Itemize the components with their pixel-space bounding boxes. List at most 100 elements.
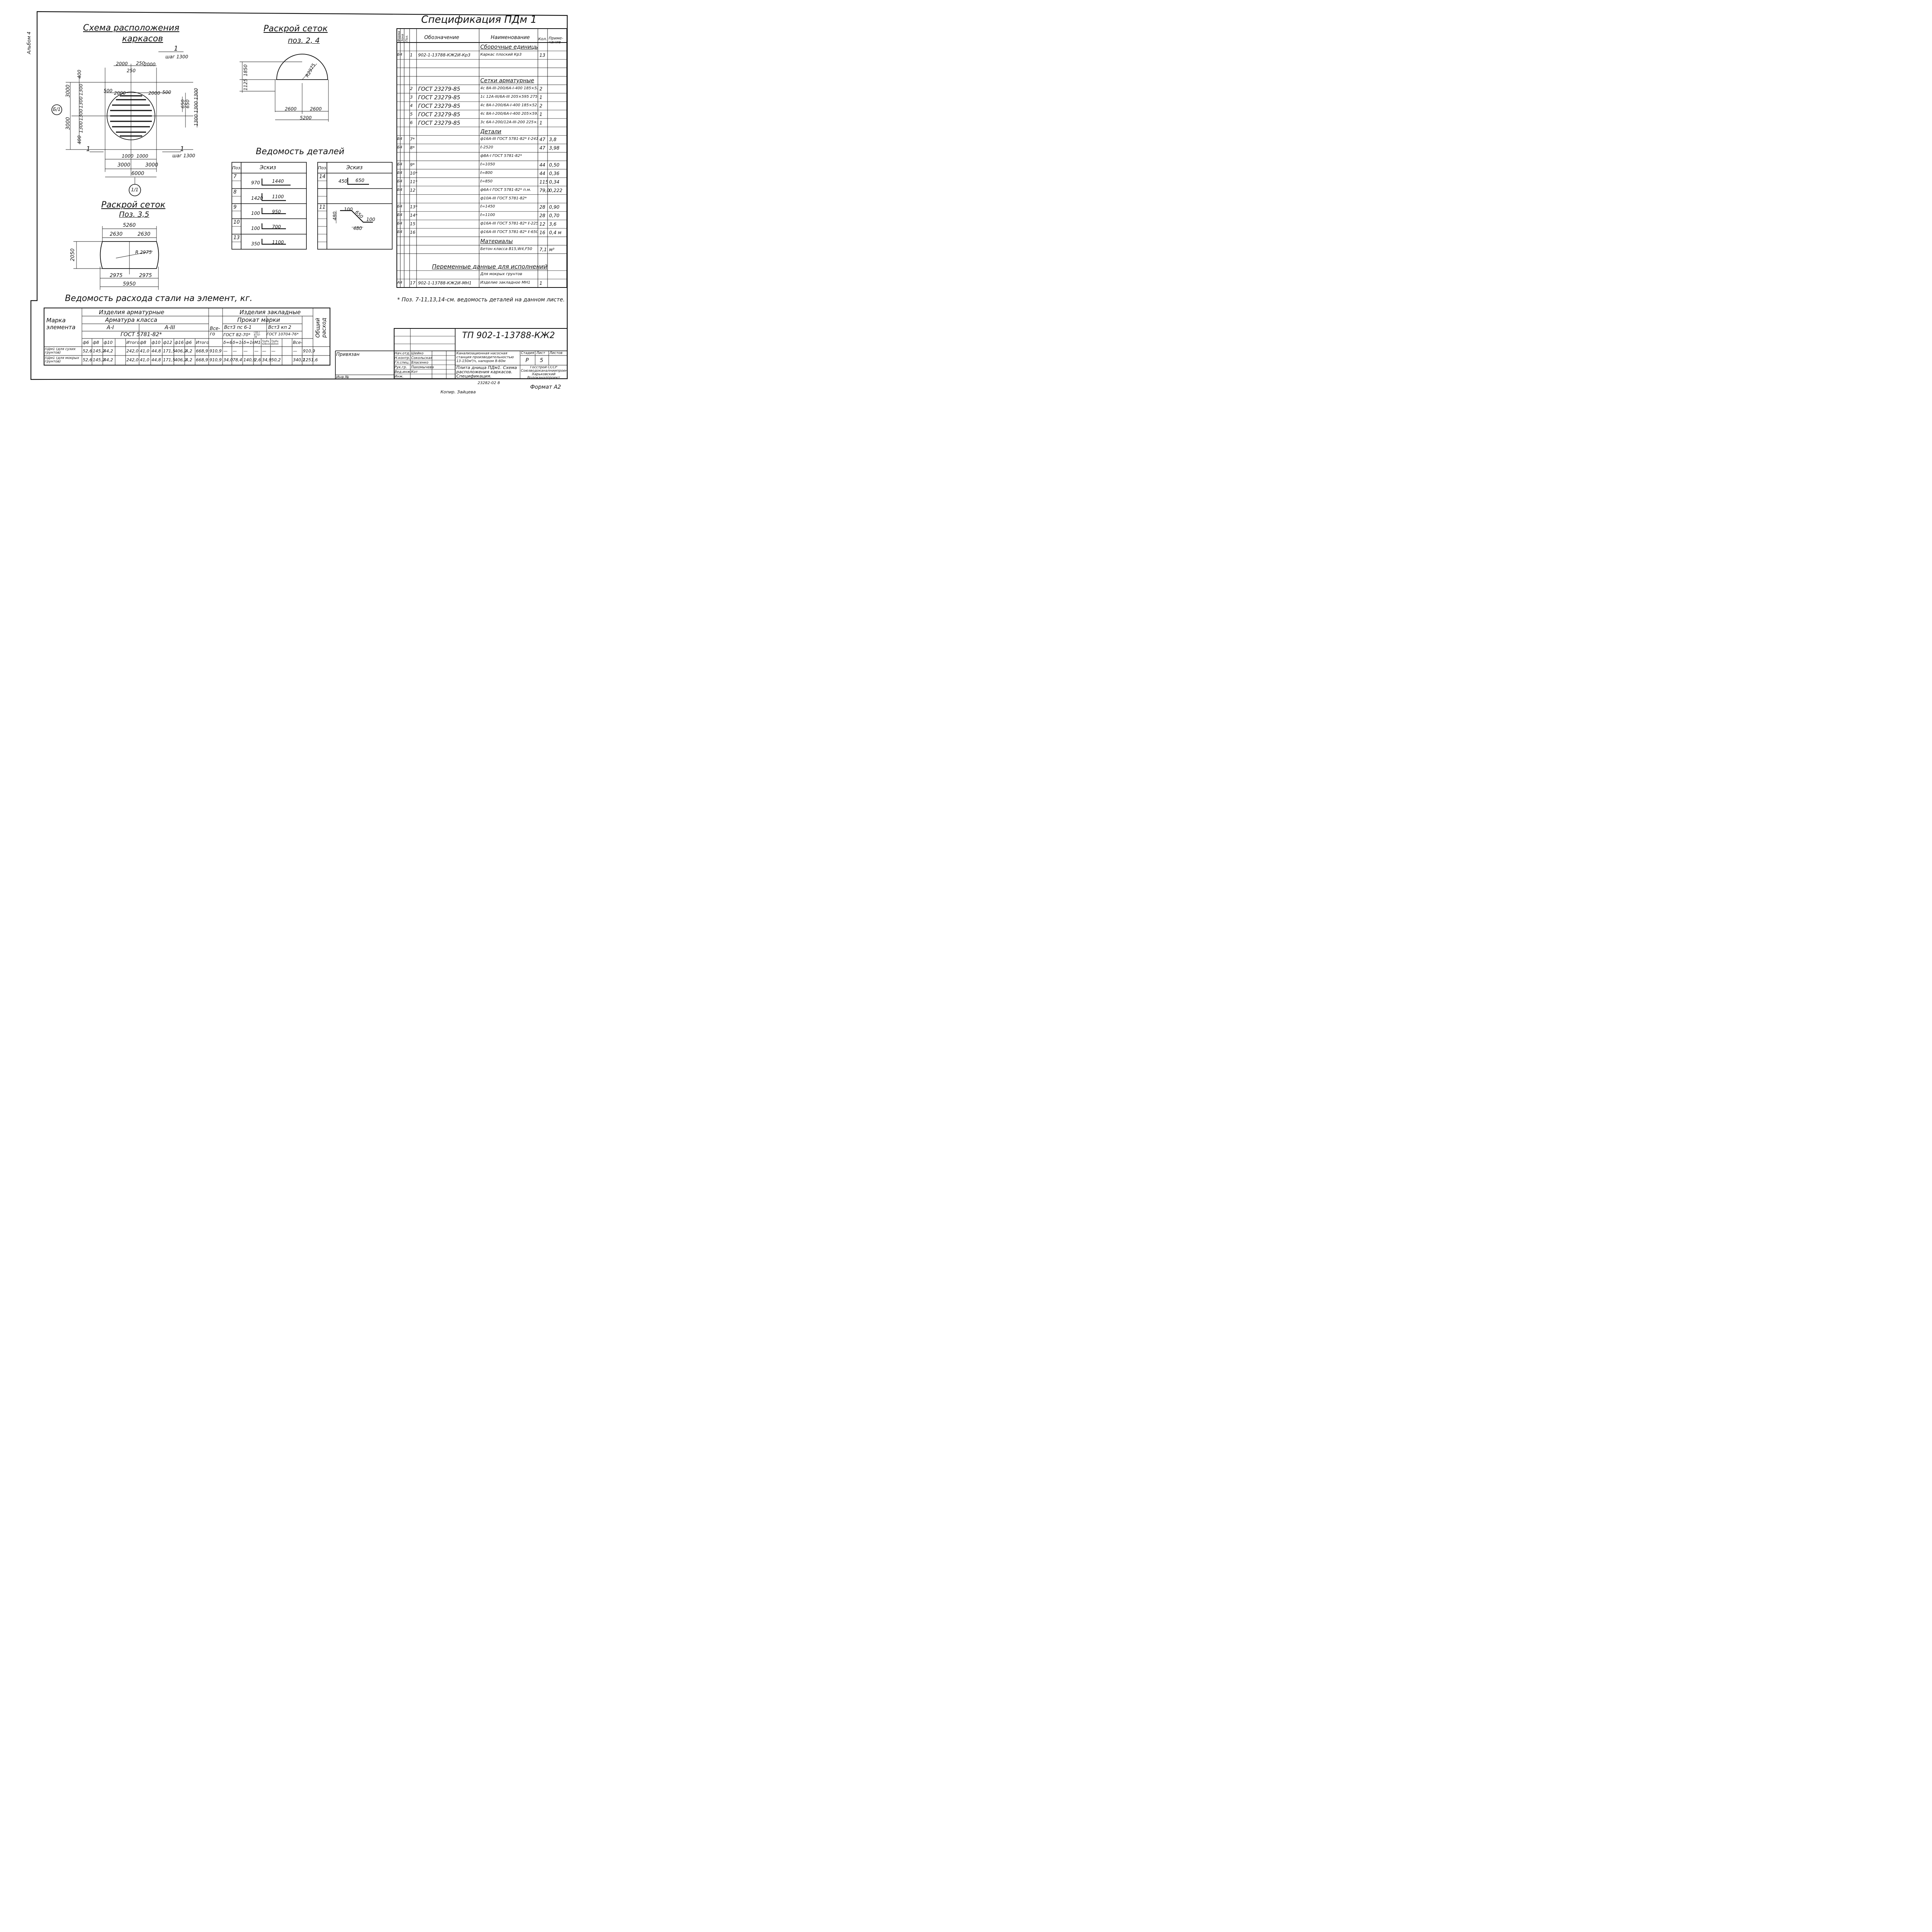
steel-value: 52,6 [83, 357, 92, 362]
spec-format: Б4 [397, 213, 403, 218]
spec-note: 0,70 [549, 213, 560, 219]
stamp-name: Сокольская [411, 356, 433, 360]
steel-header-vst-kp: Вст3 кп 2 [268, 325, 291, 330]
detail-dim: 1420 [251, 196, 263, 201]
spec-pos: 11* [410, 179, 418, 184]
spec-pos: 16 [410, 230, 415, 235]
spec-note: 0,34 [549, 179, 560, 185]
spec-pos: 5 [410, 111, 413, 117]
detail-dim: 1100 [272, 194, 284, 199]
steel-subheader: ф8 [140, 340, 146, 345]
dim: 1300 [78, 121, 84, 133]
dim: 1000 [136, 153, 148, 159]
stamp-role: Инж. [395, 375, 404, 379]
steel-subheader: Итого [196, 340, 209, 345]
detail-dim: 1440 [272, 179, 284, 184]
spec-name: 1с 12А-III/6А-III 205×595 275+275/25 [480, 95, 537, 99]
spec-qty: 13 [539, 52, 546, 58]
dim: 1125 [243, 78, 248, 91]
spec-name: ℓ=1450 [480, 204, 495, 209]
steel-value: 145,2 [93, 349, 105, 354]
spec-pos: 15 [410, 221, 415, 227]
dim: 250 [136, 61, 145, 66]
spec-header-cell: Поз. [405, 35, 408, 42]
detail-dim: 1100 [272, 240, 284, 245]
step-label-right: шаг 1300 [172, 153, 195, 158]
steel-value: 668,9 [196, 357, 208, 362]
spec-name: 4с 8А-III-200/6А-I-400 185×525 225+225/2… [480, 86, 537, 91]
album-label: Альбом 4 [26, 31, 32, 54]
steel-value: — [293, 349, 297, 354]
archive-number: 23282-02 8 [478, 381, 500, 385]
spec-note: 3,8 [549, 137, 557, 143]
dim: 400 [77, 135, 82, 145]
section-mark-left: 1 [86, 145, 90, 153]
steel-subheader: ф16 [175, 340, 184, 345]
dim: 2600 [285, 106, 297, 112]
spec-format: Б4 [397, 162, 403, 167]
dim: 1300 [193, 88, 199, 100]
steel-header-total: Все-го [210, 326, 220, 337]
spec-name: ф16А-III ГОСТ 5781-82* ℓ-2250 [480, 221, 537, 226]
stamp-role: Гл.спец. [395, 361, 410, 365]
steel-value: — [243, 349, 248, 354]
steel-subheader: ф12 [163, 340, 172, 345]
spec-qty: 1 [539, 120, 543, 126]
dim: 2000 [114, 90, 126, 96]
steel-subheader: Труба 426х10 [262, 340, 270, 345]
spec-designation: ГОСТ 23279-85 [418, 95, 460, 101]
steel-header-ai: А-I [107, 325, 114, 331]
steel-value: 44,2 [104, 357, 113, 362]
dim: 500 [104, 88, 112, 94]
steel-header-gost: ГОСТ 5781-82* [121, 332, 162, 338]
steel-header-prokat: Прокат марки [237, 316, 280, 323]
dim: 2600 [310, 106, 322, 112]
stamp-name: Шейко [411, 352, 423, 355]
spec-format: Б4 [397, 145, 403, 150]
raskroy-35-subtitle: Поз. 3,5 [119, 210, 150, 219]
spec-header-cell: Приме-чание [549, 37, 563, 44]
spec-name: Сборочные единицы [480, 44, 537, 50]
spec-pos: 17 [410, 281, 415, 286]
stage-value: Р [526, 357, 529, 364]
dim: 1300 [193, 114, 199, 126]
drawing-linework [30, 11, 568, 380]
detail-pos: 14 [319, 174, 326, 180]
dim: 2630 [110, 231, 123, 237]
detail-dim: 100 [251, 211, 260, 216]
details-col-sketch: Эскиз [260, 165, 276, 171]
spec-name: ℓ-2520 [480, 145, 493, 150]
spec-note: 0,50 [549, 162, 560, 168]
steel-value: 242,0 [126, 357, 139, 362]
spec-header-cell: Обозначение [424, 35, 459, 41]
paper-format: Формат А2 [530, 384, 561, 390]
steel-subheader: Все-го [293, 340, 302, 345]
spec-name: Сетки арматурные [480, 78, 534, 84]
section-mark-right: 1 [180, 145, 184, 153]
stamp-name: Кот [411, 370, 418, 374]
dim: 1300 [193, 101, 199, 113]
spec-designation: ГОСТ 23279-85 [418, 86, 460, 93]
copier-name: Копир. Зайцева [440, 389, 476, 395]
section-mark-top: 1 [174, 45, 178, 53]
spec-pos: 3 [410, 95, 413, 100]
spec-name: Изделие закладное МН1 [480, 281, 531, 285]
steel-value: 34,9 [262, 357, 272, 362]
spec-pos: 9* [410, 162, 415, 168]
drawing-code: ТП 902-1-13788-КЖ2 [462, 331, 555, 340]
scheme-title: Схема расположения [83, 23, 180, 33]
spec-pos: 6 [410, 120, 413, 125]
detail-dim: 480 [332, 211, 338, 221]
axis-1-1: 1/1 [131, 187, 139, 192]
steel-subheader: δ=6 [223, 340, 232, 345]
spec-name: Каркас плоский Кр3 [480, 52, 522, 57]
dim: 2050 [70, 248, 76, 262]
detail-dim: 100 [366, 217, 375, 222]
steel-subheader: М16 [254, 340, 261, 345]
spec-pos: 13* [410, 204, 418, 210]
steel-row-mark: ПДм1 (для сухих грунтов) [45, 348, 76, 355]
spec-qty: 44 [539, 162, 546, 168]
details-col-sketch: Эскиз [346, 165, 363, 171]
steel-subheader: δ=16 [243, 340, 253, 345]
dim: 1300 [78, 96, 84, 109]
